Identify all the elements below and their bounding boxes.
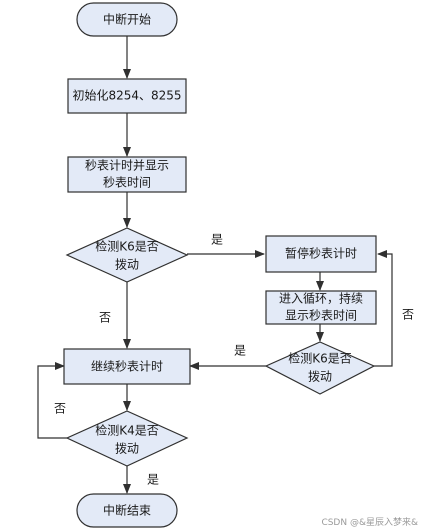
loop-box (265, 290, 377, 325)
k6b-yes-label: 是 (234, 344, 246, 358)
start-terminal (76, 2, 178, 37)
check-k6-decision (65, 227, 189, 283)
end-terminal (76, 493, 178, 528)
watermark: CSDN @&星辰入梦来& (321, 518, 418, 528)
pause-box (265, 235, 377, 273)
pause-label: 暂停秒表计时 (285, 246, 357, 261)
k6-no-label: 否 (99, 311, 111, 325)
end-label: 中断结束 (103, 503, 151, 518)
check-k6-label-line2: 拨动 (115, 258, 139, 272)
check-k6-label-line1: 检测K6是否 (95, 239, 159, 254)
check-k6b-label-line2: 拨动 (308, 370, 332, 384)
k6b-no-label: 否 (402, 308, 414, 322)
edge-k6b-no (374, 250, 393, 367)
continue-label: 继续秒表计时 (91, 360, 163, 374)
check-k4-label-line2: 拨动 (115, 442, 139, 456)
k6-yes-label: 是 (211, 233, 223, 247)
start-label: 中断开始 (103, 12, 151, 27)
loop-label-line2: 显示秒表时间 (285, 309, 357, 323)
continue-box (63, 348, 191, 385)
loop-label-line1: 进入循环，持续 (279, 291, 363, 306)
stopwatch-box (67, 156, 187, 193)
check-k6b-label-line1: 检测K6是否 (288, 351, 352, 366)
stopwatch-label-line1: 秒表计时并显示 (85, 159, 169, 173)
k4-yes-label: 是 (147, 473, 159, 487)
edge-k4-no (37, 362, 67, 439)
init-box (67, 78, 187, 114)
check-k6b-decision (264, 341, 376, 395)
stopwatch-label-line2: 秒表时间 (103, 176, 151, 190)
init-label: 初始化8254、8255 (72, 89, 181, 103)
k4-no-label: 否 (54, 402, 66, 416)
check-k4-decision (65, 410, 189, 467)
check-k4-label-line1: 检测K4是否 (95, 423, 159, 438)
